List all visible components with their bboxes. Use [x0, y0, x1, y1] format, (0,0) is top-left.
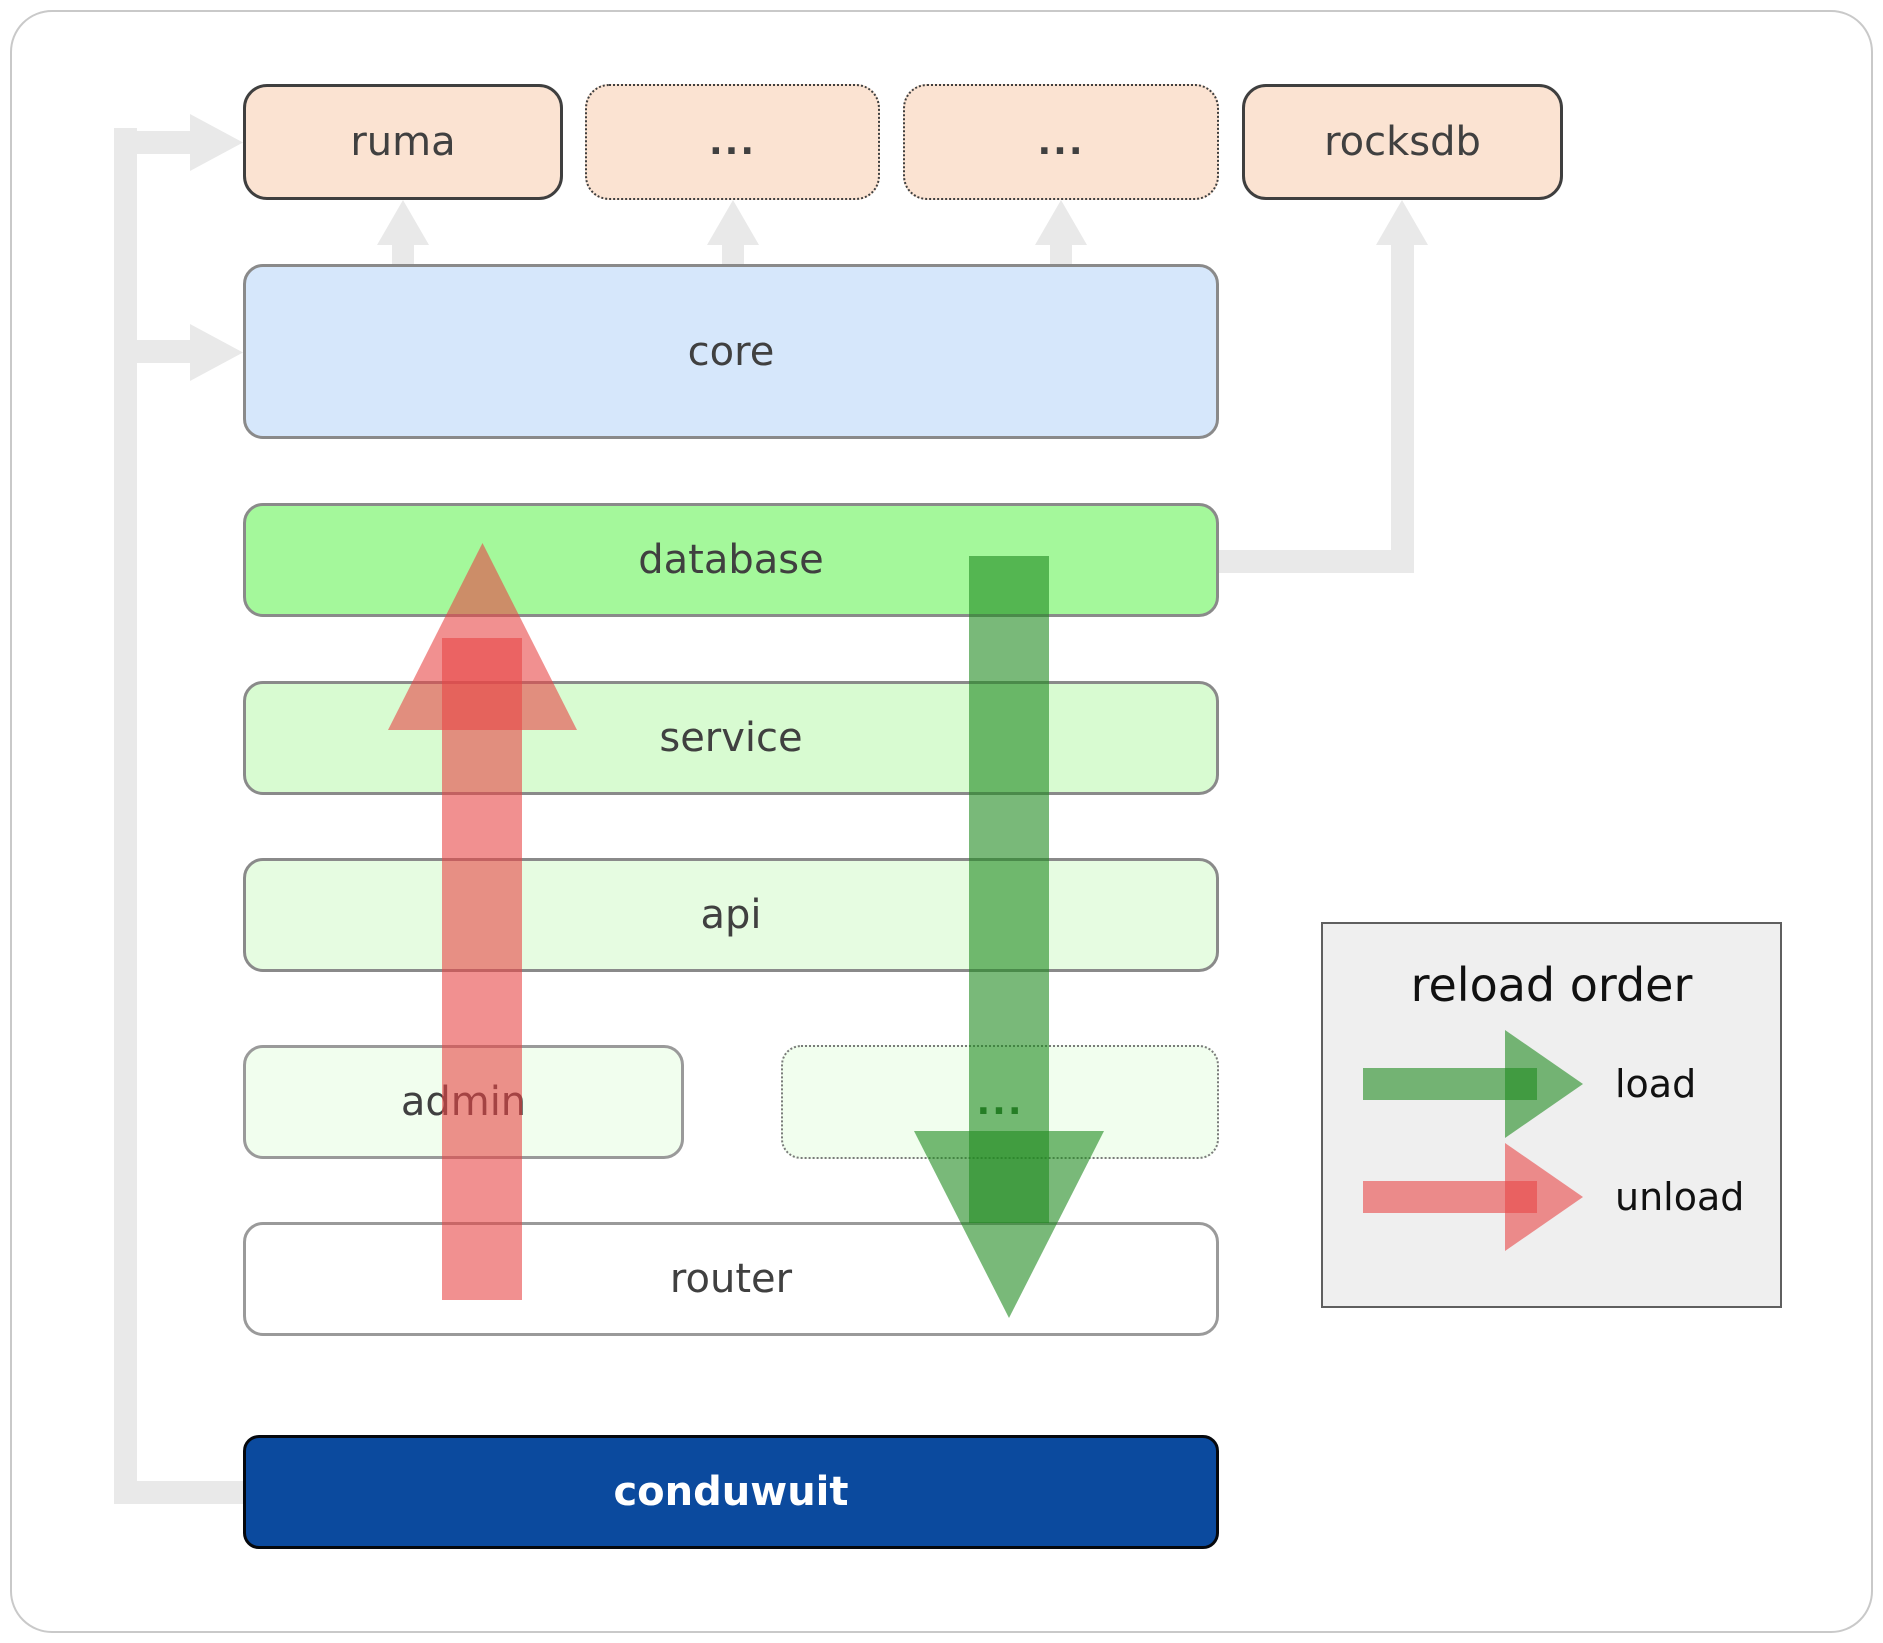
connector-conduwuit-stub-line — [114, 1481, 243, 1504]
node-crates-more-1-label: ... — [708, 121, 757, 163]
node-crates-more-2: ... — [903, 84, 1219, 200]
node-api-label: api — [700, 892, 762, 938]
node-ruma: ruma — [243, 84, 563, 200]
node-rocksdb-label: rocksdb — [1324, 119, 1481, 165]
connector-core-crates1-line — [722, 244, 744, 266]
legend-box — [1321, 922, 1782, 1308]
connector-database-rocksdb-vline — [1391, 244, 1414, 573]
legend-load-label-text: load — [1615, 1062, 1697, 1106]
node-database-label: database — [638, 537, 824, 583]
unload-arrow-shaft — [442, 638, 522, 1300]
node-conduwuit-label: conduwuit — [613, 1469, 849, 1515]
connector-core-ruma-line — [392, 244, 414, 266]
node-service: service — [243, 681, 1219, 795]
connector-to-ruma-line — [114, 131, 192, 154]
node-api: api — [243, 858, 1219, 972]
node-conduwuit: conduwuit — [243, 1435, 1219, 1549]
node-crates-more-1: ... — [585, 84, 880, 200]
node-ruma-label: ruma — [350, 119, 456, 165]
node-core-label: core — [687, 328, 775, 375]
node-core: core — [243, 264, 1219, 439]
legend-unload-label: unload — [1615, 1167, 1744, 1227]
node-rocksdb: rocksdb — [1242, 84, 1563, 200]
connector-left-trunk-line — [114, 128, 137, 1504]
legend-unload-label-text: unload — [1615, 1175, 1745, 1219]
node-crates-more-2-label: ... — [1037, 121, 1085, 163]
legend-title: reload order — [1410, 958, 1693, 1012]
node-database: database — [243, 503, 1219, 617]
node-service-label: service — [659, 715, 803, 761]
diagram-frame — [10, 10, 1873, 1633]
connector-core-crates2-line — [1050, 244, 1072, 266]
node-router: router — [243, 1222, 1219, 1336]
node-router-label: router — [669, 1256, 793, 1302]
connector-to-core-line — [114, 340, 192, 363]
legend-load-label: load — [1615, 1054, 1696, 1114]
connector-database-rocksdb-hline — [1219, 550, 1414, 573]
load-arrow-shaft — [969, 556, 1049, 1223]
